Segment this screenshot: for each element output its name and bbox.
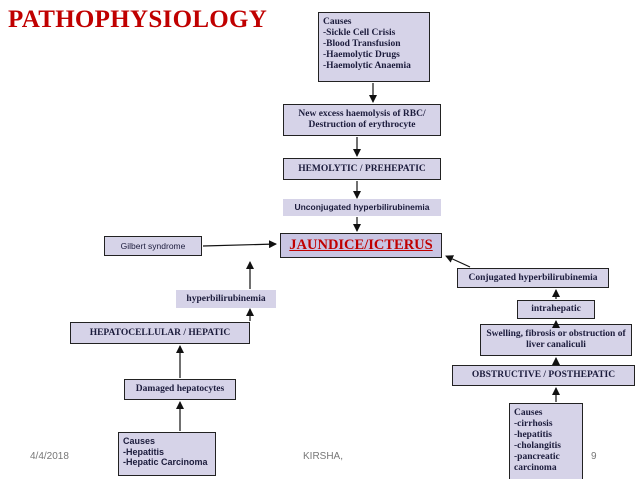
causes-top-item: -Haemolytic Anaemia	[323, 61, 411, 71]
hepatocellular-box: HEPATOCELLULAR / HEPATIC	[70, 322, 250, 344]
causes-top-item: -Haemolytic Drugs	[323, 50, 400, 60]
damaged-hepatocytes-box: Damaged hepatocytes	[124, 379, 236, 400]
gilbert-syndrome-box: Gilbert syndrome	[104, 236, 202, 256]
causes-right-item: carcinoma	[514, 463, 557, 473]
hyperbilirubinemia-label: hyperbilirubinemia	[176, 290, 276, 308]
causes-right-item: -cirrhosis	[514, 419, 553, 429]
causes-right-item: -hepatitis	[514, 430, 552, 440]
gilbert-syndrome-text: Gilbert syndrome	[120, 240, 186, 251]
obstructive-box: OBSTRUCTIVE / POSTHEPATIC	[452, 365, 635, 386]
causes-top-item: -Blood Transfusion	[323, 39, 401, 49]
hyperbilirubinemia-text: hyperbilirubinemia	[186, 293, 266, 304]
arrow-conjugated-to-jaundice	[445, 255, 471, 268]
causes-right-heading: Causes	[514, 408, 543, 418]
unconjugated-label: Unconjugated hyperbilirubinemia	[283, 199, 441, 216]
hepatocellular-text: HEPATOCELLULAR / HEPATIC	[89, 327, 231, 338]
causes-right-box: Causes -cirrhosis -hepatitis -cholangiti…	[509, 403, 583, 479]
page-title: PATHOPHYSIOLOGY	[8, 6, 268, 33]
hemolytic-prehepatic-text: HEMOLYTIC / PREHEPATIC	[298, 163, 426, 174]
causes-left-item: -Hepatic Carcinoma	[123, 457, 208, 467]
damaged-hepatocytes-text: Damaged hepatocytes	[135, 384, 225, 394]
swelling-text: Swelling, fibrosis or obstruction of liv…	[486, 329, 626, 350]
causes-left-item: -Hepatitis	[123, 446, 165, 457]
jaundice-box: JAUNDICE/ICTERUS	[280, 233, 442, 258]
conjugated-text: Conjugated hyperbilirubinemia	[468, 272, 598, 283]
new-excess-haemolysis-text: New excess haemolysis of RBC/ Destructio…	[298, 109, 426, 130]
intrahepatic-box: intrahepatic	[517, 300, 595, 319]
causes-left-heading: Causes	[123, 436, 156, 446]
jaundice-text: JAUNDICE/ICTERUS	[289, 237, 433, 253]
unconjugated-text: Unconjugated hyperbilirubinemia	[294, 202, 430, 212]
causes-left-box: Causes -Hepatitis -Hepatic Carcinoma	[118, 432, 216, 476]
causes-top-item: -Sickle Cell Crisis	[323, 28, 396, 38]
new-excess-haemolysis-box: New excess haemolysis of RBC/ Destructio…	[283, 104, 441, 136]
footer-page-number: 9	[591, 451, 597, 462]
hemolytic-prehepatic-box: HEMOLYTIC / PREHEPATIC	[283, 158, 441, 180]
causes-top-box: Causes -Sickle Cell Crisis -Blood Transf…	[318, 12, 430, 82]
causes-right-item: -cholangitis	[514, 441, 561, 451]
causes-right-item: -pancreatic	[514, 452, 560, 462]
conjugated-box: Conjugated hyperbilirubinemia	[457, 268, 609, 288]
causes-top-heading: Causes	[323, 17, 352, 27]
swelling-box: Swelling, fibrosis or obstruction of liv…	[480, 324, 632, 356]
footer-date: 4/4/2018	[30, 451, 69, 462]
obstructive-text: OBSTRUCTIVE / POSTHEPATIC	[471, 370, 616, 380]
footer-author: KIRSHA,	[303, 451, 344, 462]
arrow-gilbert-to-jaundice	[202, 240, 277, 249]
intrahepatic-text: intrahepatic	[531, 304, 581, 314]
